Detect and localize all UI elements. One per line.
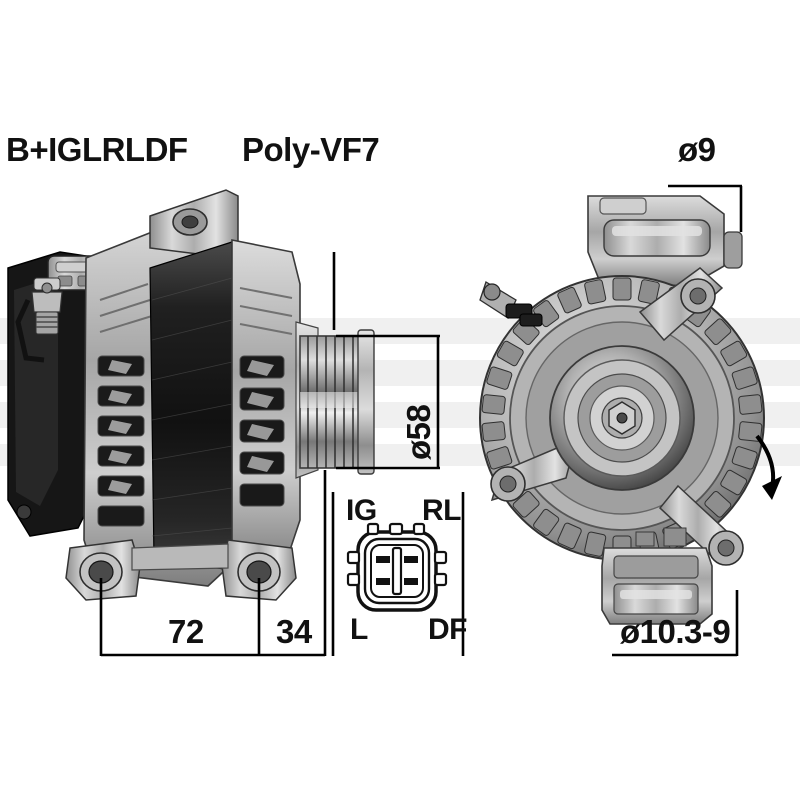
label-dimension-34: 34 (276, 613, 312, 650)
dimension-pulley-diameter (332, 252, 440, 470)
connector-pin-label-rl: RL (422, 494, 462, 527)
poly-v-pulley (299, 329, 375, 475)
connector-pin-label-ig: IG (346, 494, 377, 527)
front-terminal-detail (479, 281, 543, 327)
connector-pinout-detail (346, 522, 448, 612)
label-dimension-72: 72 (168, 613, 204, 650)
connector-detail-frame (331, 492, 465, 656)
dimension-hole-9 (668, 184, 743, 232)
front-mounting-arms (490, 267, 744, 566)
connector-pin-label-l: L (350, 613, 368, 646)
dimension-72-34 (99, 470, 327, 657)
label-terminals: B+IGLRLDF (6, 131, 188, 168)
label-pulley-diameter-58: ø58 (400, 404, 437, 460)
b-plus-terminal (15, 277, 63, 363)
mounting-foot-right (221, 539, 297, 601)
label-pulley-type: Poly-VF7 (242, 131, 380, 168)
label-hole-diameter-9: ø9 (678, 131, 716, 168)
rotation-arrow-icon (755, 434, 782, 500)
mounting-foot-left (65, 539, 141, 601)
alternator-side-view (7, 189, 375, 601)
dimension-hole-10-3-9 (612, 590, 739, 657)
label-mount-hole-diameter: ø10.3-9 (620, 613, 731, 650)
bottom-mounting-boss (601, 527, 713, 625)
connector-pin-label-df: DF (428, 613, 468, 646)
pulley-hub (549, 345, 695, 491)
alternator-front-view (479, 195, 765, 625)
